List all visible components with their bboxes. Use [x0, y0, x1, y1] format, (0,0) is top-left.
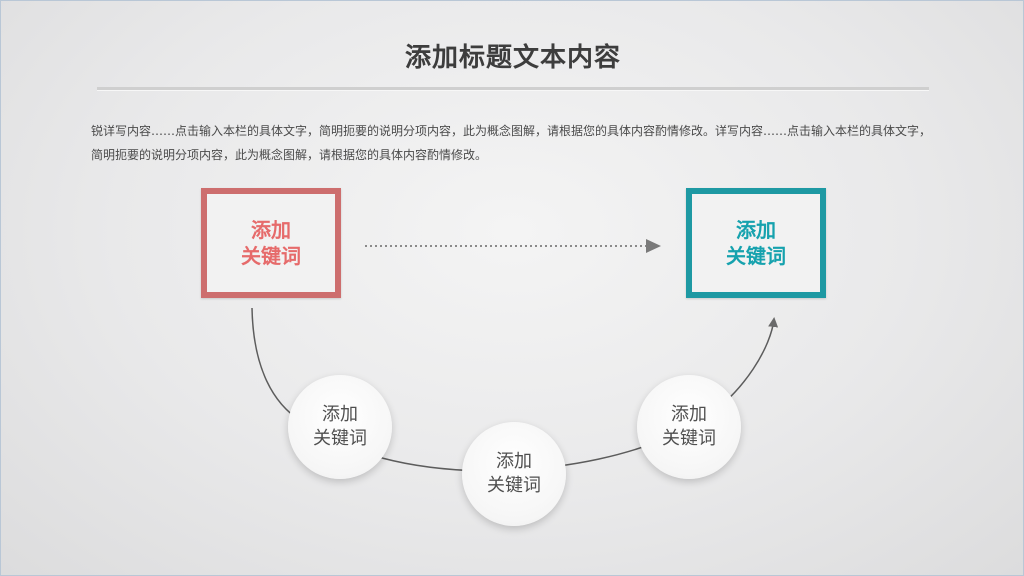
title-divider [97, 87, 929, 91]
step-circle-1-line2: 关键词 [313, 428, 367, 449]
step-circle-3-line2: 关键词 [662, 428, 716, 449]
step-circle-2-line1: 添加 [496, 451, 532, 472]
end-keyword-box[interactable]: 添加 关键词 [686, 188, 826, 298]
step-circle-1[interactable]: 添加 关键词 [288, 375, 392, 479]
step-circle-3[interactable]: 添加 关键词 [637, 375, 741, 479]
dotted-arrow-head [646, 239, 661, 253]
step-circle-3-line1: 添加 [671, 404, 707, 425]
description-text: 锐详写内容……点击输入本栏的具体文字，简明扼要的说明分项内容，此为概念图解，请根… [91, 124, 932, 162]
start-box-line1: 添加 [251, 218, 291, 242]
end-box-line2: 关键词 [726, 244, 786, 268]
step-circle-2-line2: 关键词 [487, 475, 541, 496]
step-circle-2[interactable]: 添加 关键词 [462, 422, 566, 526]
slide-title: 添加标题文本内容 [404, 43, 621, 73]
step-circle-1-line1: 添加 [322, 404, 358, 425]
start-keyword-box[interactable]: 添加 关键词 [201, 188, 341, 298]
end-box-line1: 添加 [736, 218, 776, 242]
start-box-line2: 关键词 [241, 244, 301, 268]
